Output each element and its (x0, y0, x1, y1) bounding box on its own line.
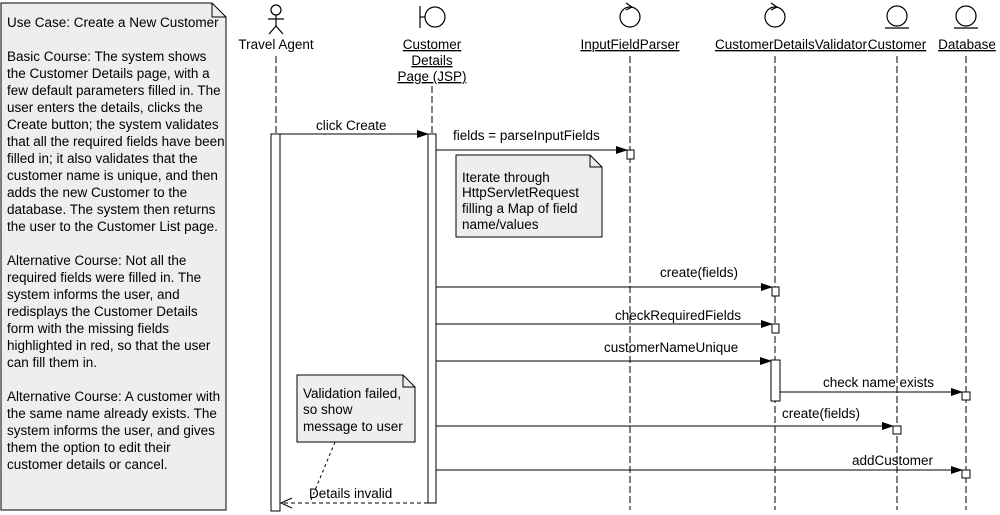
entity-icon (954, 5, 978, 29)
note-iterate-line1: Iterate through (462, 170, 550, 185)
lifelines (275, 56, 967, 510)
use-case-description: Use Case: Create a New Customer Basic Co… (7, 14, 225, 473)
participant-database: Database (938, 37, 996, 52)
note-iterate-line2: HttpServletRequest (462, 185, 579, 200)
message-arrows (280, 130, 963, 504)
use-case-note (0, 2, 227, 511)
return-arrowhead (279, 497, 293, 509)
participant-page-line2: Details (411, 53, 453, 68)
alternative-course-1: Alternative Course: Not all the required… (7, 253, 211, 370)
validation-note (296, 374, 416, 443)
note-connector (310, 441, 336, 501)
message-create-fields-validator: create(fields) (660, 265, 738, 280)
participant-page-line3: Page (JSP) (397, 69, 466, 84)
note-validation-line2: so show (303, 402, 353, 417)
iterate-note (455, 154, 603, 238)
message-create-fields-customer: create(fields) (782, 406, 860, 421)
control-icon (619, 2, 641, 28)
boundary-icon (419, 6, 446, 28)
note-validation-line3: message to user (303, 419, 403, 434)
message-name-unique: customerNameUnique (604, 340, 738, 355)
activation-bars (270, 133, 971, 512)
message-check-required: checkRequiredFields (615, 308, 741, 323)
use-case-title: Use Case: Create a New Customer (7, 15, 219, 30)
note-iterate-line4: name/values (462, 217, 539, 232)
note-iterate-line3: filling a Map of field (462, 201, 578, 216)
message-parse-fields: fields = parseInputFields (453, 128, 600, 143)
actor-icon (268, 4, 284, 35)
message-details-invalid: Details invalid (309, 486, 392, 501)
participant-travel-agent: Travel Agent (238, 37, 314, 52)
note-validation-line1: Validation failed, (303, 386, 401, 401)
message-click-create: click Create (316, 118, 387, 133)
participant-page-line1: Customer (403, 37, 462, 52)
alternative-course-2: Alternative Course: A customer with the … (7, 389, 221, 472)
control-icon (764, 2, 786, 28)
participant-validator: CustomerDetailsValidator (715, 37, 868, 52)
participant-parser: InputFieldParser (580, 37, 680, 52)
participant-customer: Customer (868, 37, 927, 52)
message-check-name-exists: check name exists (823, 375, 934, 390)
basic-course: Basic Course: The system shows the Custo… (7, 49, 225, 234)
message-add-customer: addCustomer (852, 453, 934, 468)
entity-icon (885, 5, 909, 29)
